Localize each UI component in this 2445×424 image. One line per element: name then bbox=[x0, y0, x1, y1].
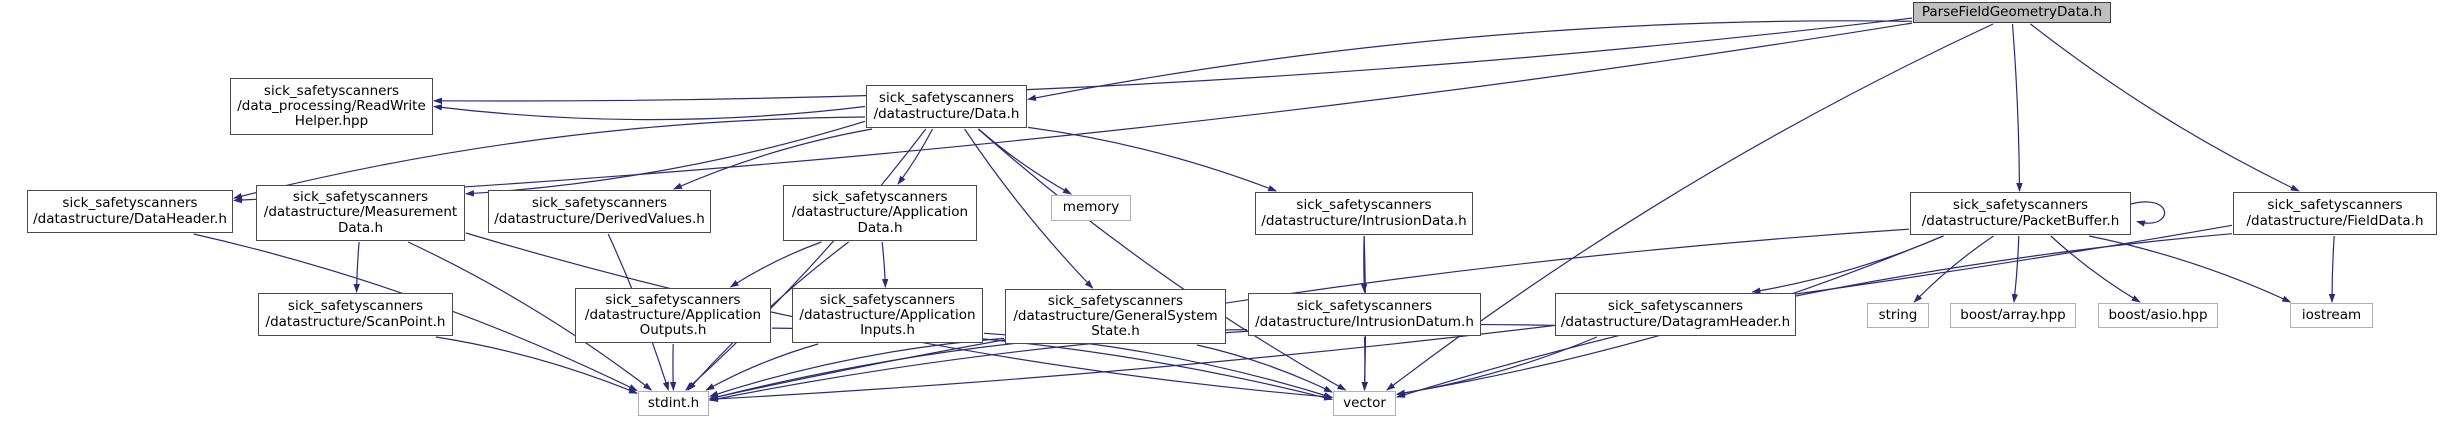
graph-node-label: sick_safetyscanners /data_processing/Rea… bbox=[237, 82, 426, 130]
graph-node-label: stdint.h bbox=[647, 394, 700, 411]
graph-edge-data-to-vector bbox=[977, 128, 1347, 391]
graph-edge-packetbuffer-to-string bbox=[1913, 235, 1994, 303]
graph-node-dataheader[interactable]: sick_safetyscanners /datastructure/DataH… bbox=[27, 190, 233, 233]
graph-edge-data-to-derivedvalues bbox=[672, 128, 873, 190]
graph-node-label: sick_safetyscanners /datastructure/Appli… bbox=[799, 291, 976, 339]
graph-edge-packetbuffer-to-boostasio bbox=[2050, 235, 2141, 303]
graph-node-label: sick_safetyscanners /datastructure/Appli… bbox=[584, 291, 762, 339]
graph-edge-fielddata-to-iostream bbox=[2328, 235, 2336, 303]
graph-edge-packetbuffer-to-boostarray bbox=[2011, 235, 2020, 303]
graph-node-label: memory bbox=[1062, 199, 1120, 216]
graph-node-label: vector bbox=[1343, 394, 1386, 411]
graph-edge-datagramheader-to-vector bbox=[1396, 336, 1598, 397]
graph-node-label: string bbox=[1878, 306, 1918, 323]
graph-node-label: sick_safetyscanners /datastructure/Field… bbox=[2246, 197, 2424, 229]
graph-node-label: sick_safetyscanners /datastructure/Intru… bbox=[1261, 197, 1467, 229]
graph-edge-measurementdata-to-scanpoint bbox=[353, 241, 360, 293]
graph-node-label: ParseFieldGeometryData.h bbox=[1921, 3, 2103, 20]
graph-edge-data-to-dataheader bbox=[233, 116, 866, 200]
graph-edge-root-to-data bbox=[1027, 20, 1913, 101]
graph-edge-data-to-readwritehelper bbox=[433, 104, 866, 121]
graph-node-derivedvalues[interactable]: sick_safetyscanners /datastructure/Deriv… bbox=[488, 190, 711, 233]
graph-node-scanpoint[interactable]: sick_safetyscanners /datastructure/ScanP… bbox=[258, 293, 453, 336]
graph-node-label: boost/array.hpp bbox=[1960, 306, 2066, 323]
graph-node-measurementdata[interactable]: sick_safetyscanners /datastructure/Measu… bbox=[256, 185, 465, 241]
graph-edge-packetbuffer-to-packetbuffer bbox=[2128, 201, 2166, 227]
graph-node-label: sick_safetyscanners /datastructure/DataH… bbox=[33, 195, 227, 227]
graph-node-intrusiondatum[interactable]: sick_safetyscanners /datastructure/Intru… bbox=[1248, 293, 1481, 336]
graph-edge-data-to-measurementdata bbox=[465, 120, 866, 197]
graph-edge-root-to-packetbuffer bbox=[2011, 23, 2023, 192]
graph-edge-applicationdata-to-applicationoutputs bbox=[729, 241, 822, 288]
graph-node-root[interactable]: ParseFieldGeometryData.h bbox=[1913, 2, 2111, 23]
graph-node-boostasio[interactable]: boost/asio.hpp bbox=[2098, 303, 2218, 328]
graph-edge-data-to-applicationdata bbox=[897, 128, 934, 185]
graph-edge-data-to-intrusiondata bbox=[1027, 126, 1278, 192]
graph-node-generalsystemstate[interactable]: sick_safetyscanners /datastructure/Gener… bbox=[1005, 289, 1226, 344]
graph-node-iostream[interactable]: iostream bbox=[2290, 303, 2373, 328]
graph-edge-measurementdata-to-stdint bbox=[407, 241, 653, 391]
graph-edge-applicationinputs-to-stdint bbox=[705, 343, 819, 391]
graph-node-label: sick_safetyscanners /datastructure/Datag… bbox=[1560, 298, 1791, 330]
graph-node-label: sick_safetyscanners /datastructure/Appli… bbox=[791, 189, 969, 236]
graph-node-memory[interactable]: memory bbox=[1051, 195, 1131, 221]
graph-node-label: sick_safetyscanners /datastructure/Packe… bbox=[1921, 197, 2120, 229]
graph-node-readwritehelper[interactable]: sick_safetyscanners /data_processing/Rea… bbox=[230, 78, 433, 135]
graph-edge-data-to-memory bbox=[978, 128, 1072, 195]
graph-node-label: sick_safetyscanners /datastructure/Data.… bbox=[873, 90, 1020, 122]
graph-node-datagramheader[interactable]: sick_safetyscanners /datastructure/Datag… bbox=[1555, 293, 1796, 336]
graph-edge-packetbuffer-to-stdint bbox=[709, 228, 1910, 400]
graph-node-fielddata[interactable]: sick_safetyscanners /datastructure/Field… bbox=[2233, 192, 2437, 235]
graph-edge-applicationdata-to-applicationinputs bbox=[881, 241, 889, 288]
graph-node-applicationdata[interactable]: sick_safetyscanners /datastructure/Appli… bbox=[783, 185, 977, 241]
graph-edge-root-to-readwritehelper bbox=[433, 17, 1913, 105]
graph-node-string[interactable]: string bbox=[1867, 303, 1929, 328]
graph-edge-packetbuffer-to-datagramheader bbox=[1751, 235, 1944, 294]
graph-node-label: sick_safetyscanners /datastructure/Gener… bbox=[1013, 292, 1218, 340]
graph-node-intrusiondata[interactable]: sick_safetyscanners /datastructure/Intru… bbox=[1255, 192, 1473, 235]
graph-edge-packetbuffer-to-iostream bbox=[2088, 235, 2292, 303]
graph-edge-fielddata-to-vector bbox=[1396, 233, 2233, 398]
graph-node-label: sick_safetyscanners /datastructure/Intru… bbox=[1255, 298, 1474, 330]
graph-edge-root-to-fielddata bbox=[2030, 23, 2300, 192]
graph-node-boostarray[interactable]: boost/array.hpp bbox=[1950, 303, 2076, 328]
graph-node-label: sick_safetyscanners /datastructure/ScanP… bbox=[265, 298, 446, 330]
graph-node-packetbuffer[interactable]: sick_safetyscanners /datastructure/Packe… bbox=[1910, 192, 2131, 235]
graph-edge-data-to-stdint bbox=[685, 128, 927, 391]
graph-edge-data-to-generalsystemstate bbox=[964, 128, 1094, 289]
graph-node-applicationinputs[interactable]: sick_safetyscanners /datastructure/Appli… bbox=[792, 288, 983, 343]
graph-edge-generalsystemstate-to-vector bbox=[1196, 344, 1333, 393]
graph-edge-scanpoint-to-stdint bbox=[435, 336, 638, 394]
graph-node-label: sick_safetyscanners /datastructure/Measu… bbox=[263, 189, 458, 236]
graph-node-stdint[interactable]: stdint.h bbox=[638, 391, 709, 416]
graph-node-applicationoutputs[interactable]: sick_safetyscanners /datastructure/Appli… bbox=[575, 288, 771, 343]
graph-node-data[interactable]: sick_safetyscanners /datastructure/Data.… bbox=[866, 85, 1027, 128]
graph-node-label: iostream bbox=[2301, 306, 2362, 323]
graph-node-vector[interactable]: vector bbox=[1333, 391, 1396, 416]
graph-node-label: sick_safetyscanners /datastructure/Deriv… bbox=[494, 195, 705, 227]
graph-node-label: boost/asio.hpp bbox=[2108, 306, 2208, 323]
